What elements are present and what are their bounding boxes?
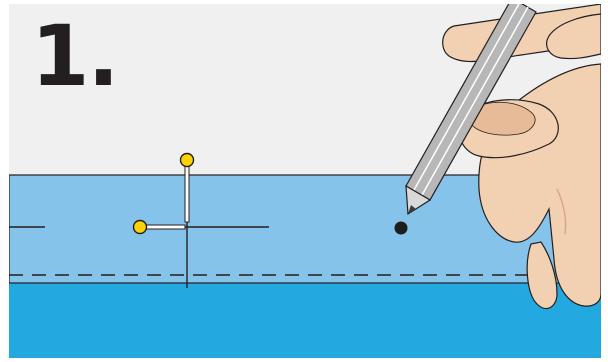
- sewing-scene: [9, 4, 601, 358]
- pin-icon: [132, 219, 186, 235]
- index-finger-front: [546, 13, 601, 60]
- mark-dot: [394, 221, 408, 235]
- pencil-icon: [405, 4, 537, 216]
- fabric-lower-layer: [9, 282, 601, 358]
- illustration-panel: 1.: [9, 4, 601, 358]
- step-number: 1.: [31, 7, 119, 105]
- pin-icon: [179, 152, 195, 223]
